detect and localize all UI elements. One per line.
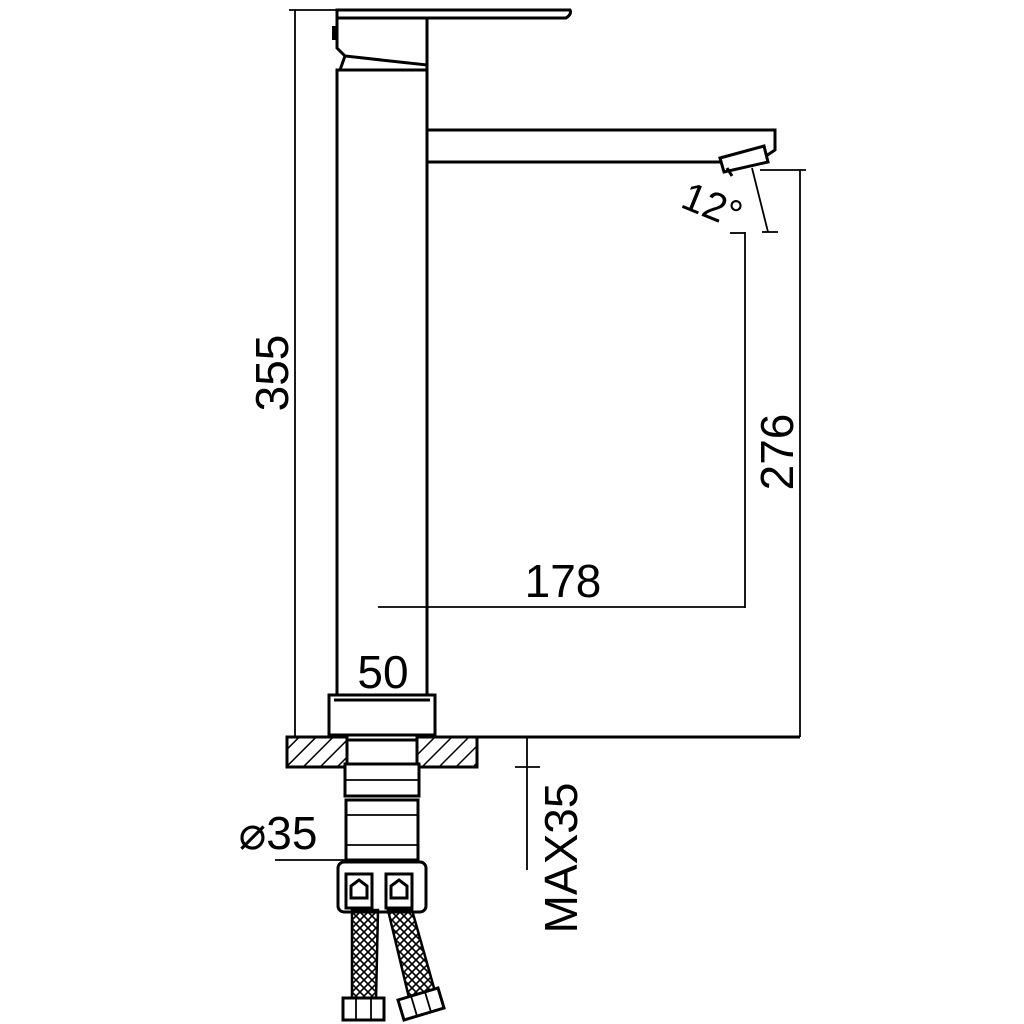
dimension-overall-height: 355	[246, 9, 337, 737]
dimension-spout-reach: 178	[378, 232, 746, 608]
dimension-max-thickness: MAX35	[515, 737, 587, 933]
hose-fitting-right	[384, 872, 414, 910]
braided-hoses	[341, 908, 446, 1022]
spout-reach-label: 178	[525, 555, 602, 607]
mounting-shank	[336, 738, 428, 914]
base-width-label: 50	[357, 646, 408, 698]
dimension-shank-diameter: ⌀35	[239, 807, 346, 861]
spout-height-label: 276	[751, 414, 803, 491]
faucet-body	[335, 68, 429, 697]
faucet-base	[327, 693, 437, 737]
spout-angle-label: 12°	[676, 174, 749, 237]
shank-diameter-label: ⌀35	[239, 807, 318, 859]
lever-handle	[332, 8, 572, 72]
hose-nut-right	[396, 986, 446, 1022]
dimension-spout-height: 276	[751, 169, 806, 737]
dimension-base-width: 50	[357, 646, 408, 698]
max-thickness-label: MAX35	[535, 783, 587, 934]
spout	[425, 128, 777, 177]
hose-nut-left	[341, 996, 386, 1022]
overall-height-label: 355	[246, 335, 298, 412]
hose-fitting-left	[344, 872, 374, 910]
dimension-spout-angle: 12°	[676, 167, 778, 238]
